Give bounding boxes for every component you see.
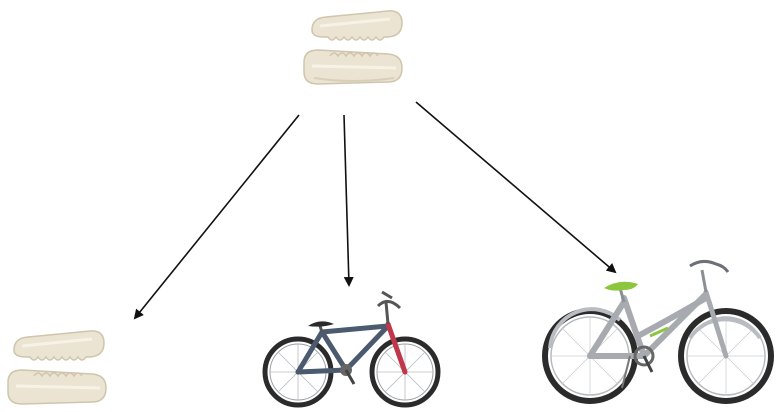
target-node-bmx-bike xyxy=(258,288,448,408)
handlebar-grips-icon xyxy=(6,330,118,410)
handlebar-grips-icon xyxy=(300,8,412,98)
bmx-bike-icon xyxy=(258,288,448,408)
target-node-grips xyxy=(6,330,118,410)
target-node-city-bike xyxy=(540,252,776,408)
arrow-to-bmx-bike xyxy=(344,115,349,285)
city-bike-icon xyxy=(540,252,776,408)
source-node xyxy=(300,8,412,98)
arrow-to-city-bike xyxy=(416,102,615,272)
